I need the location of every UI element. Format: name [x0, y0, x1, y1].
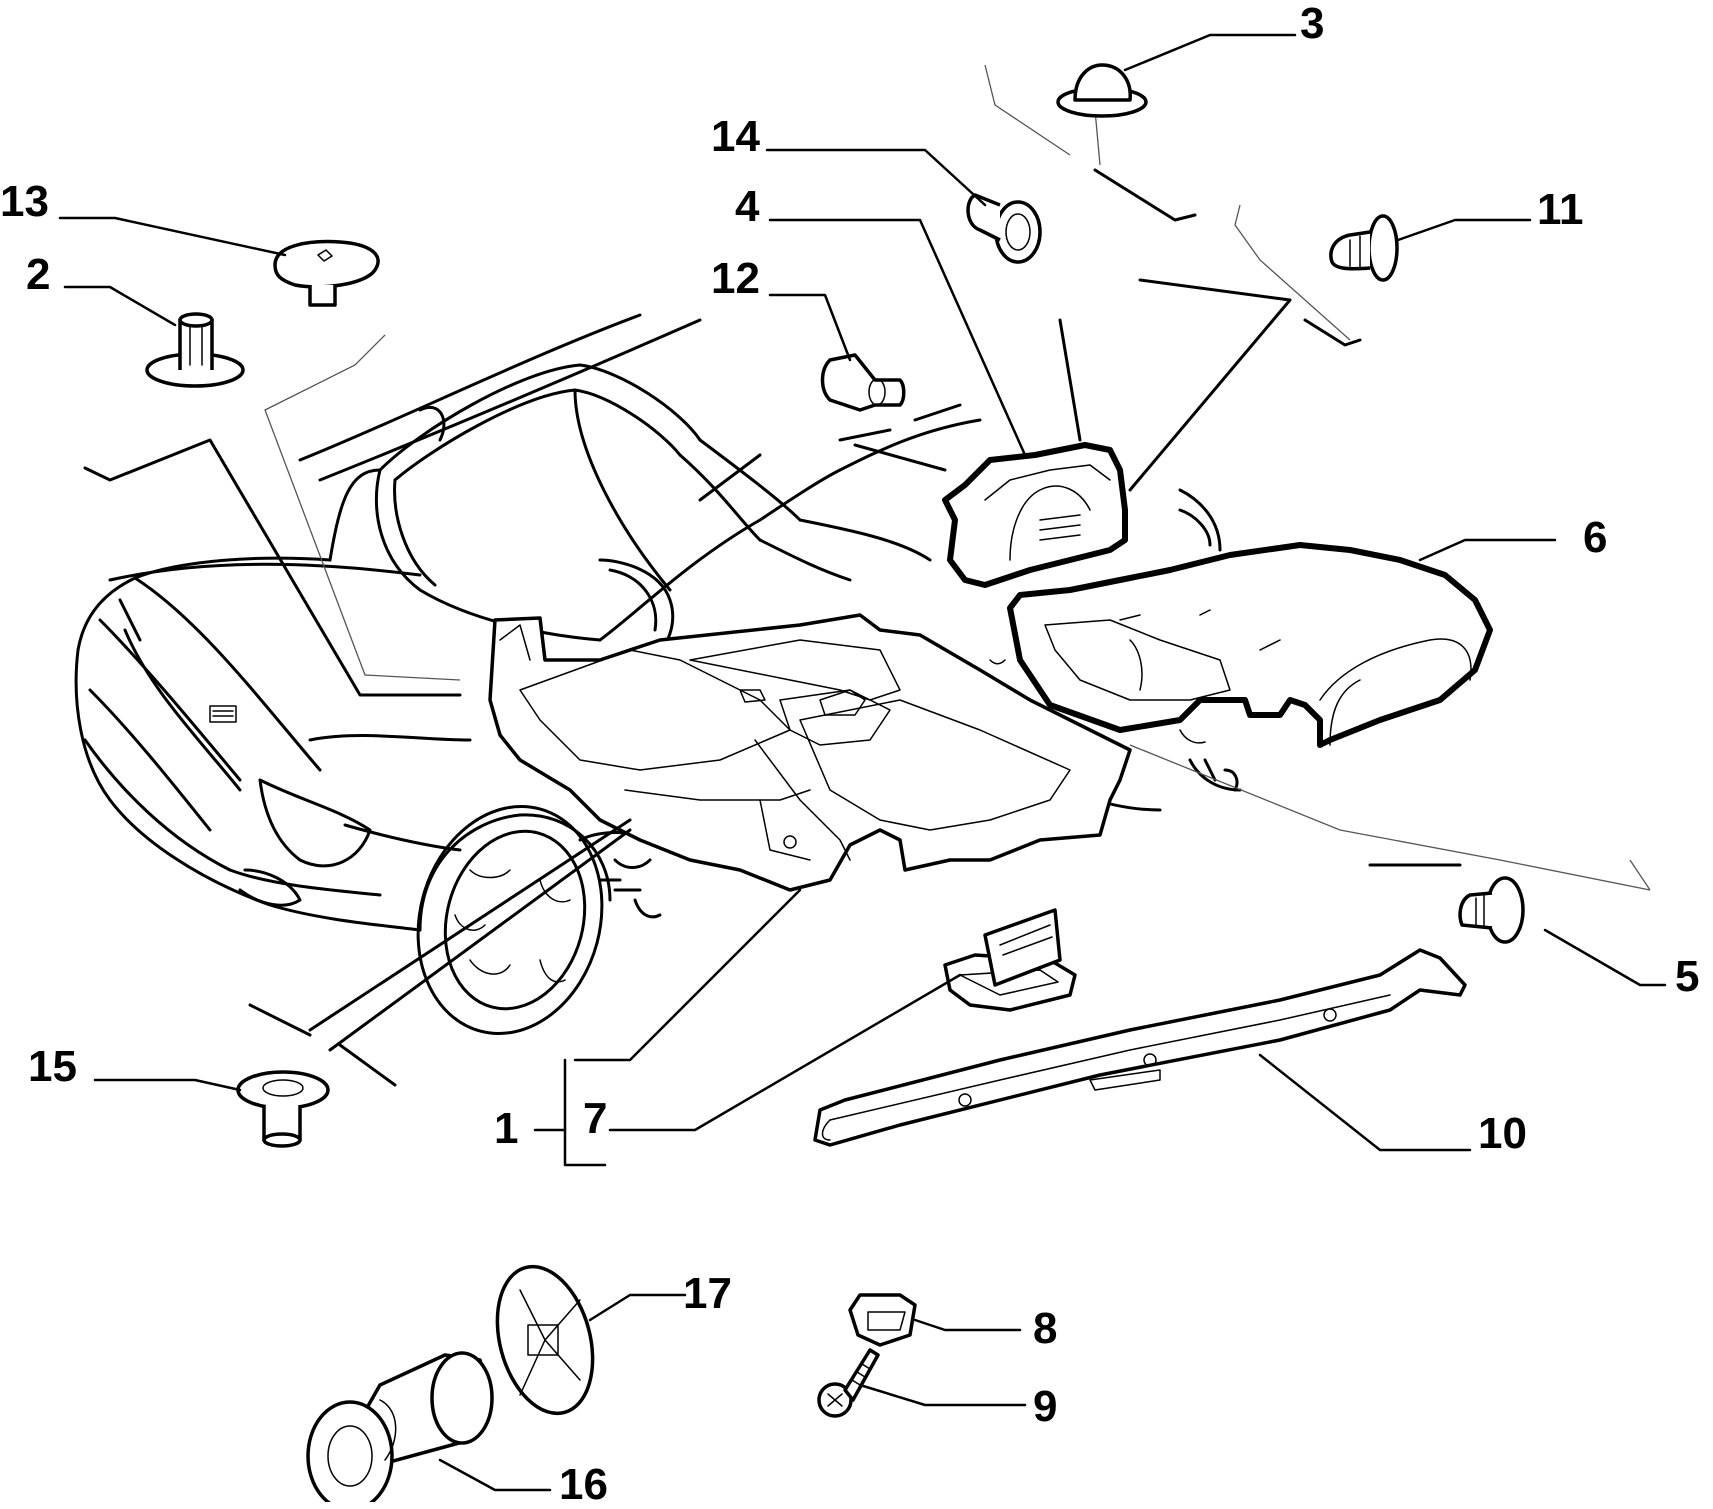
- part-5-push-clip: [1458, 876, 1525, 944]
- part-2-push-clip: [145, 312, 245, 388]
- leader-lines: [58, 33, 1667, 1492]
- section-bracket-lines: [83, 168, 1462, 1087]
- part-13-cap-clip: [273, 239, 380, 307]
- callout-15: 15: [28, 1042, 77, 1091]
- part-11-push-clip: [1329, 214, 1399, 282]
- callout-11: 11: [1537, 185, 1584, 234]
- callout-9: 9: [1033, 1382, 1058, 1431]
- callout-7: 7: [583, 1094, 608, 1143]
- callout-2: 2: [26, 250, 51, 299]
- callout-17: 17: [683, 1269, 732, 1318]
- part-8-retainer: [848, 1293, 917, 1347]
- callout-5: 5: [1675, 952, 1700, 1001]
- part-10-sill-strip: [813, 948, 1467, 1147]
- part-4-front-insulation: [942, 442, 1128, 588]
- callout-12: 12: [711, 254, 760, 303]
- part-9-screw: [817, 1348, 880, 1418]
- callout-16: 16: [559, 1460, 608, 1509]
- part-6-rear-carpet: [1007, 542, 1493, 748]
- callout-4: 4: [735, 182, 760, 231]
- part-17-cover-disc: [495, 1264, 595, 1416]
- callout-8: 8: [1033, 1304, 1058, 1353]
- part-15-grommet: [236, 1070, 330, 1148]
- callout-10: 10: [1478, 1109, 1527, 1158]
- part-14-push-rivet: [966, 193, 1042, 264]
- callout-14: 14: [711, 112, 760, 161]
- floor-carpet-part-1-7: [488, 613, 1132, 892]
- callout-13: 13: [0, 177, 49, 226]
- part-16-bushing: [306, 1351, 494, 1502]
- callout-1: 1: [494, 1104, 519, 1153]
- callout-3: 3: [1300, 0, 1325, 48]
- section-guide-lines: [264, 64, 1651, 891]
- part-3-grommet: [1056, 63, 1148, 118]
- part-12-clip-fastener: [820, 353, 906, 412]
- car-body-outline: [74, 313, 1242, 1035]
- callout-6: 6: [1583, 513, 1608, 562]
- part-7-heel-plate: [943, 908, 1077, 1012]
